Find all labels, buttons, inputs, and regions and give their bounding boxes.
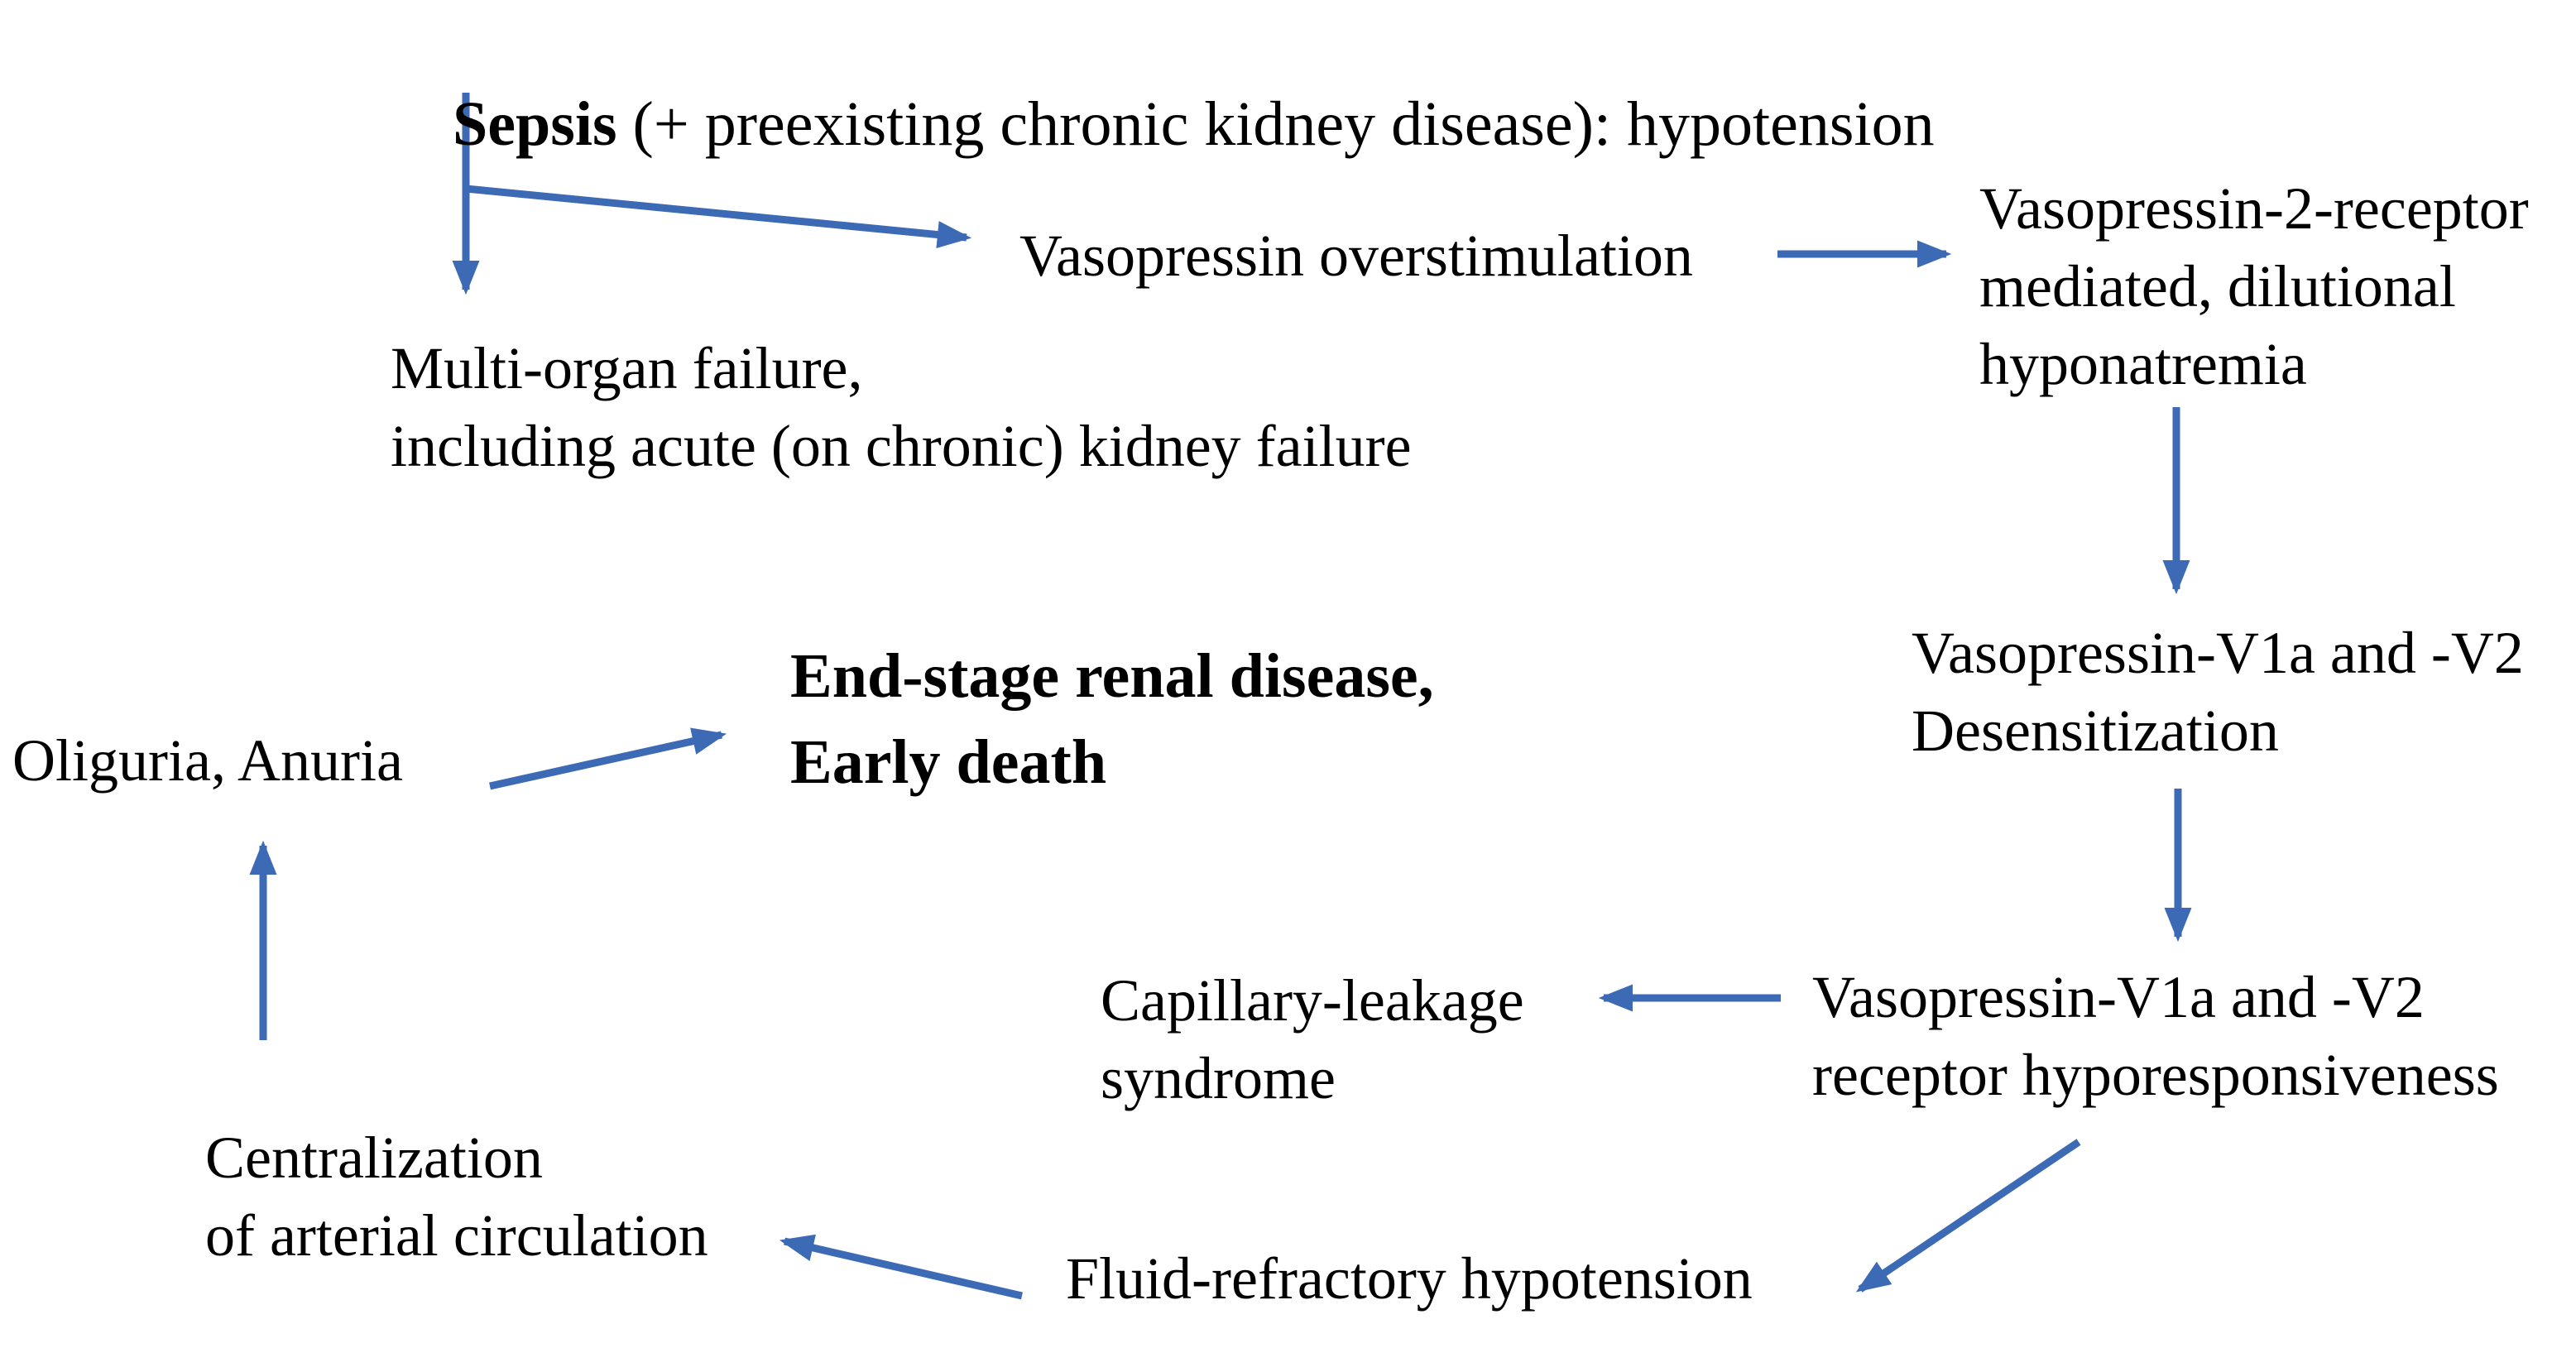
arrow-oliguria-to-end-stage xyxy=(489,727,727,790)
node-multi-organ-failure: Multi-organ failure, including acute (on… xyxy=(391,335,1412,479)
arrow-fluid-refractory-to-centralization xyxy=(779,1234,1024,1300)
arrow-hyporesponsiveness-to-fluid-refractory xyxy=(1855,1139,2081,1293)
node-receptor-hyporesponsiveness: Vasopressin-V1a and -V2 receptor hypores… xyxy=(1812,964,2499,1108)
node-end-stage-renal-disease: End-stage renal disease, Early death xyxy=(790,641,1434,797)
node-vasopressin-desensitization: Vasopressin-V1a and -V2 Desensitization xyxy=(1912,620,2524,764)
node-capillary-leakage-syndrome: Capillary-leakage syndrome xyxy=(1101,967,1524,1111)
diagram-title: Sepsis (+ preexisting chronic kidney dis… xyxy=(390,5,1935,243)
node-vasopressin-overstimulation: Vasopressin overstimulation xyxy=(1019,223,1693,289)
node-vasopressin-2-receptor-hyponatremia: Vasopressin-2-receptor mediated, dilutio… xyxy=(1979,175,2529,397)
diagram-title-rest: (+ preexisting chronic kidney disease): … xyxy=(616,89,1935,159)
node-fluid-refractory-hypotension: Fluid-refractory hypotension xyxy=(1066,1245,1753,1312)
node-centralization-arterial-circulation: Centralization of arterial circulation xyxy=(205,1125,708,1269)
diagram-title-bold: Sepsis xyxy=(453,89,617,159)
node-oliguria-anuria: Oliguria, Anuria xyxy=(12,727,403,794)
